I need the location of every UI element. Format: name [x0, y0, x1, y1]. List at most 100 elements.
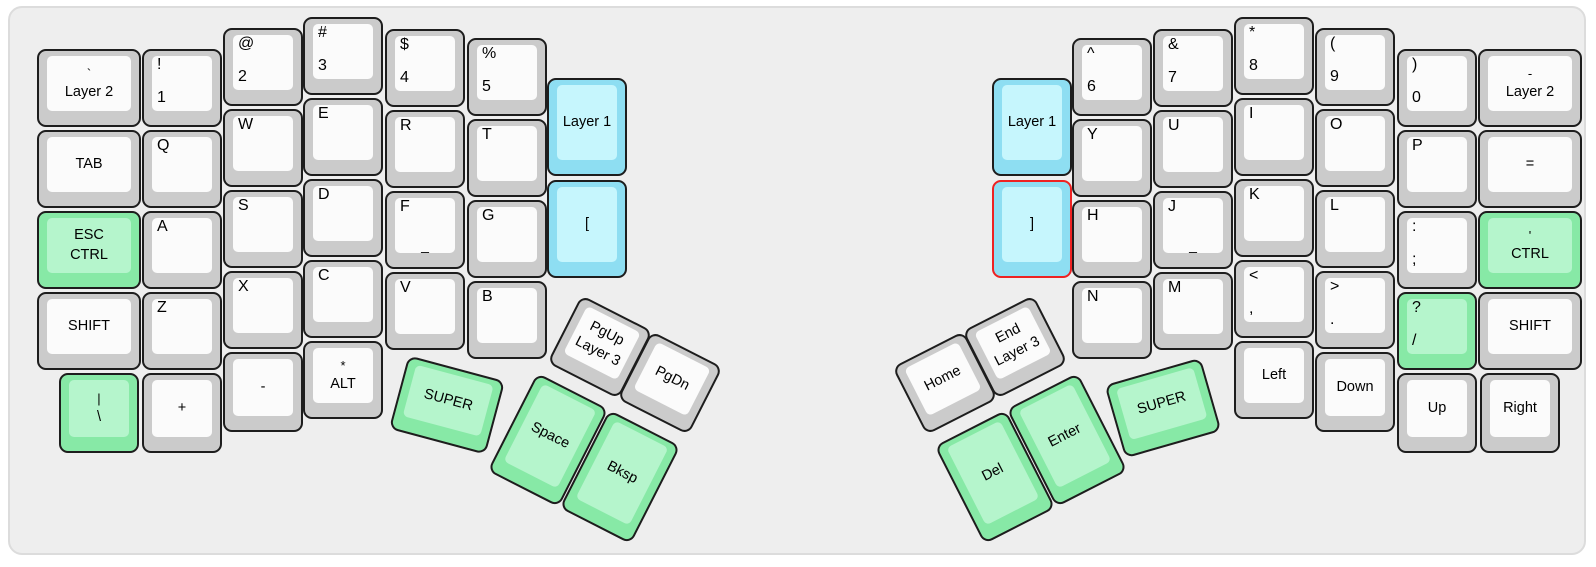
key-semicolon[interactable]: :; [1397, 211, 1477, 289]
key-b[interactable]: B [467, 281, 547, 359]
key-v[interactable]: V [385, 272, 465, 350]
key-l[interactable]: L [1315, 190, 1395, 268]
keycap-face [47, 56, 131, 111]
key-arrow-right[interactable]: Right [1480, 373, 1560, 453]
keycap-face [313, 267, 373, 322]
keycap-face [1325, 359, 1385, 416]
key-label: $ [400, 36, 409, 53]
key-num-2[interactable]: @2 [223, 28, 303, 106]
key-p[interactable]: P [1397, 130, 1477, 208]
keycap-face [1163, 117, 1223, 172]
keycap-face [47, 137, 131, 192]
key-quote-ctrl[interactable]: 'CTRL [1478, 211, 1582, 289]
key-alt[interactable]: *ALT [303, 341, 383, 419]
key-a[interactable]: A [142, 211, 222, 289]
key-num-8[interactable]: *8 [1234, 17, 1314, 95]
key-d[interactable]: D [303, 179, 383, 257]
keycap-face [1488, 56, 1572, 111]
key-i[interactable]: I [1234, 98, 1314, 176]
key-comma[interactable]: <, [1234, 260, 1314, 338]
key-label: H [1087, 207, 1099, 224]
key-s[interactable]: S [223, 190, 303, 268]
key-x[interactable]: X [223, 271, 303, 349]
key-o[interactable]: O [1315, 109, 1395, 187]
key-h[interactable]: H [1072, 200, 1152, 278]
key-num-3[interactable]: #3 [303, 17, 383, 95]
key-shift-left[interactable]: SHIFT [37, 292, 141, 370]
key-label: / [1412, 332, 1417, 349]
key-label: Q [157, 137, 170, 154]
key-f[interactable]: F_ [385, 191, 465, 269]
key-label: @ [238, 35, 255, 52]
key-e[interactable]: E [303, 98, 383, 176]
key-j[interactable]: J_ [1153, 191, 1233, 269]
key-minus[interactable]: - [223, 352, 303, 432]
key-left-bracket[interactable]: [ [547, 180, 627, 278]
key-label: ; [1412, 251, 1417, 268]
key-label: : [1412, 218, 1417, 235]
key-k[interactable]: K [1234, 179, 1314, 257]
key-layer1-left[interactable]: Layer 1 [547, 78, 627, 176]
key-question-slash[interactable]: ?/ [1397, 292, 1477, 370]
key-n[interactable]: N [1072, 281, 1152, 359]
key-num-6[interactable]: ^6 [1072, 38, 1152, 116]
key-label: N [1087, 288, 1099, 305]
key-g[interactable]: G [467, 200, 547, 278]
key-label: P [1412, 137, 1423, 154]
key-r[interactable]: R [385, 110, 465, 188]
key-arrow-up[interactable]: Up [1397, 373, 1477, 453]
key-num-5[interactable]: %5 [467, 38, 547, 116]
key-arrow-down[interactable]: Down [1315, 352, 1395, 432]
key-m[interactable]: M [1153, 272, 1233, 350]
key-label: 8 [1249, 57, 1258, 74]
key-label: & [1168, 36, 1179, 53]
key-right-bracket[interactable]: ] [992, 180, 1072, 278]
key-w[interactable]: W [223, 109, 303, 187]
keycap-face [395, 117, 455, 172]
keycap-face [1244, 348, 1304, 403]
key-label-center: |\ [96, 391, 102, 425]
key-label: . [1330, 311, 1335, 328]
key-label: T [482, 126, 492, 143]
key-label: B [482, 288, 493, 305]
key-label: ^ [1087, 45, 1095, 62]
keycap-face [1407, 380, 1467, 437]
key-u[interactable]: U [1153, 110, 1233, 188]
key-label: L [1330, 197, 1339, 214]
key-num-4[interactable]: $4 [385, 29, 465, 107]
key-num-9[interactable]: (9 [1315, 28, 1395, 106]
key-label: 1 [157, 89, 166, 106]
key-tab[interactable]: TAB [37, 130, 141, 208]
key-plus[interactable]: + [142, 373, 222, 453]
key-label-center: 'CTRL [1511, 228, 1549, 262]
key-num-0[interactable]: )0 [1397, 49, 1477, 127]
key-label: U [1168, 117, 1180, 134]
key-z[interactable]: Z [142, 292, 222, 370]
keycap-face [69, 380, 129, 437]
key-label: < [1249, 267, 1259, 284]
keycap-face [395, 198, 455, 253]
key-layer2-right[interactable]: -Layer 2 [1478, 49, 1582, 127]
key-layer1-right[interactable]: Layer 1 [992, 78, 1072, 176]
keycap-face [395, 36, 455, 91]
keycap-face [1082, 45, 1142, 100]
keycap-face [1082, 207, 1142, 262]
key-shift-right[interactable]: SHIFT [1478, 292, 1582, 370]
key-q[interactable]: Q [142, 130, 222, 208]
key-c[interactable]: C [303, 260, 383, 338]
keycap-face [1407, 137, 1467, 192]
key-period[interactable]: >. [1315, 271, 1395, 349]
key-pipe-backslash[interactable]: |\ [59, 373, 139, 453]
key-y[interactable]: Y [1072, 119, 1152, 197]
keycap-face [47, 218, 131, 273]
key-equals[interactable]: = [1478, 130, 1582, 208]
key-num-7[interactable]: &7 [1153, 29, 1233, 107]
keycap-face [1407, 56, 1467, 111]
key-num-1[interactable]: !1 [142, 49, 222, 127]
key-t[interactable]: T [467, 119, 547, 197]
key-layer2-left[interactable]: `Layer 2 [37, 49, 141, 127]
keycap-face [1325, 278, 1385, 333]
key-arrow-left[interactable]: Left [1234, 341, 1314, 419]
key-label: M [1168, 279, 1182, 296]
